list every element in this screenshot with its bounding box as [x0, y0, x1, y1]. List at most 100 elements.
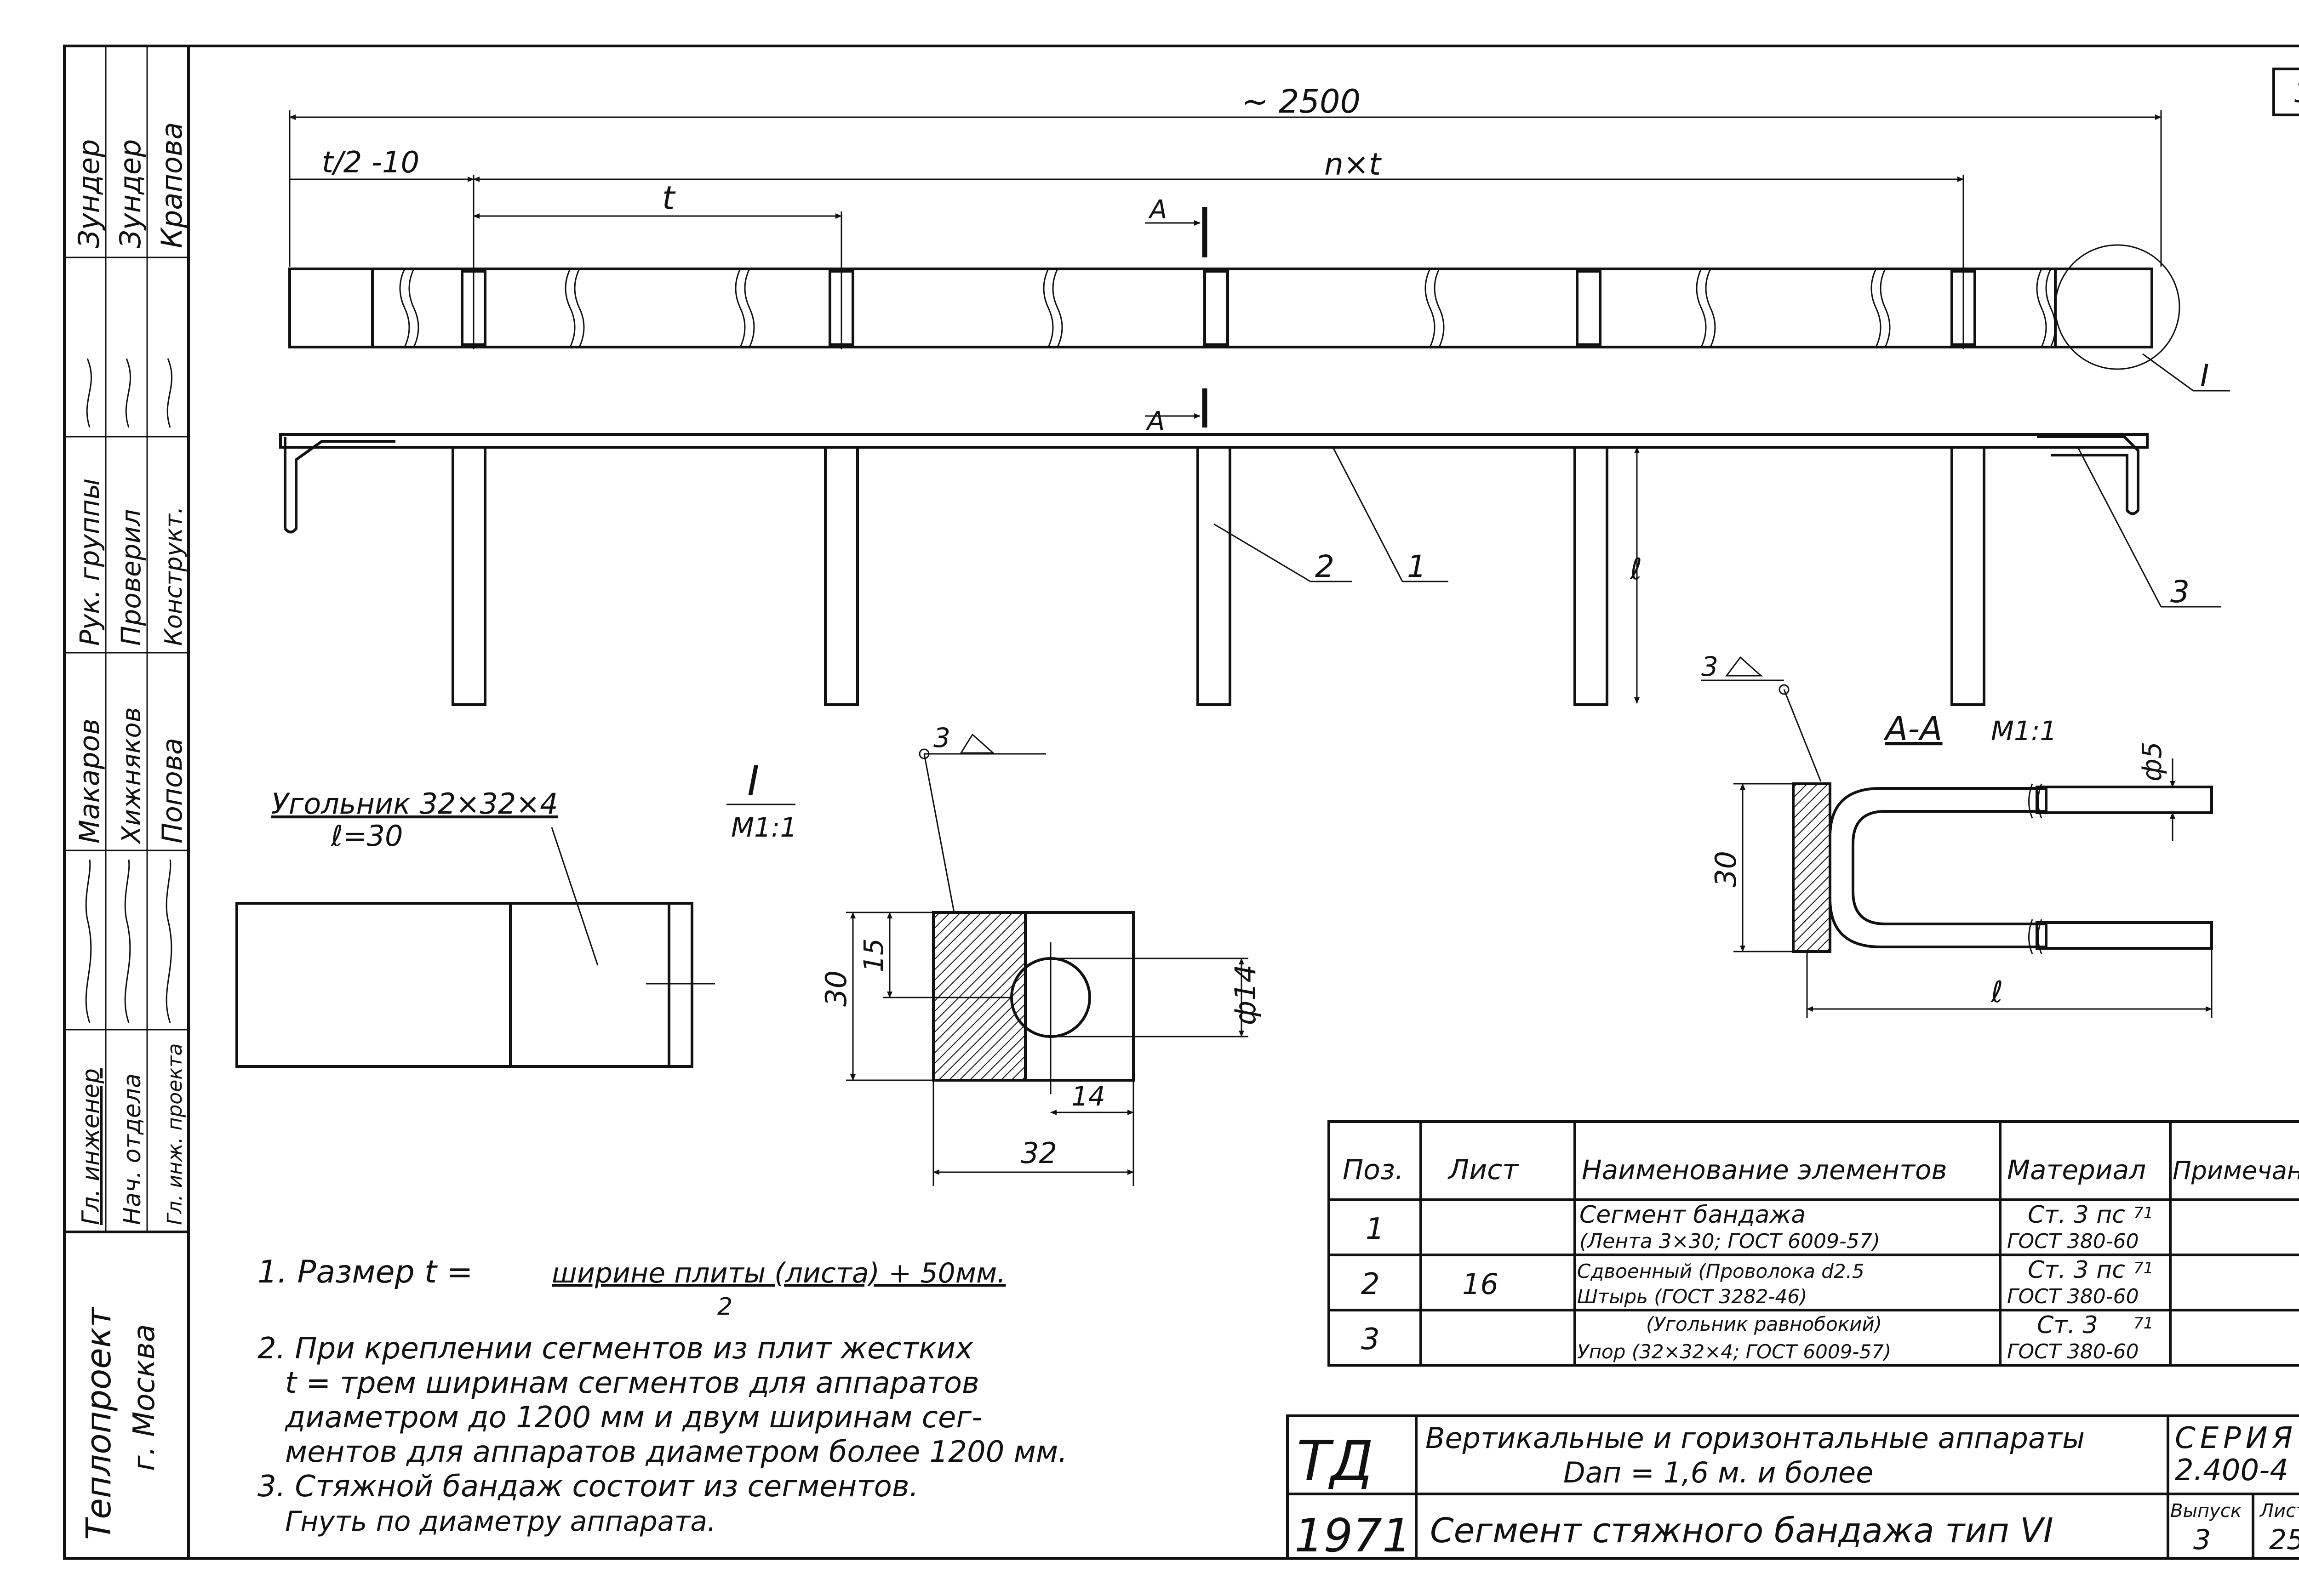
title-code: ТД: [1297, 1430, 1373, 1493]
angle-view: Угольник 32×32×4 ℓ=30: [235, 787, 715, 1068]
spec-header-name: Наименование элементов: [1582, 1154, 1947, 1186]
spec-row-3-mat-1: Ст. 3: [2037, 1311, 2098, 1339]
section-AA-title: А-А: [1883, 709, 1943, 748]
title-line-1: Вертикальные и горизонтальные аппараты: [1425, 1421, 2085, 1455]
angle-outline: [235, 902, 693, 1068]
band-side: [279, 433, 2149, 449]
detail-I-hole-center: 14: [1071, 1081, 1105, 1112]
issue-number: 3: [2193, 1524, 2211, 1556]
plan-view: ~ 2500 t/2 -10 n×t t: [288, 83, 2230, 393]
note-1-prefix: 1. Размер t =: [257, 1254, 473, 1290]
sheet-value: 25: [2269, 1524, 2299, 1556]
detail-I-weld-label: 3: [933, 722, 950, 753]
side-stamp: Зундер Зундер Крапова Рук. группы Провер…: [64, 46, 189, 1540]
stamp-group-role-2: Проверил: [115, 509, 147, 646]
title-block: ТД 1971 Вертикальные и горизонтальные ап…: [1286, 1414, 2299, 1562]
detail-I-width: 32: [1021, 1136, 1057, 1170]
spec-row-1-mat-sup: 71: [2133, 1204, 2153, 1222]
spec-header-note: Примечание: [2173, 1156, 2299, 1185]
note-1-fraction-top: ширине плиты (листа) + 50мм.: [552, 1257, 1006, 1289]
organization-city: г. Москва: [127, 1324, 161, 1471]
detail-I-scale: М1:1: [731, 812, 797, 843]
detail-I-weld-section: [932, 911, 1027, 1082]
spec-table: Поз. Лист Наименование элементов Материа…: [1327, 1120, 2299, 1367]
section-mark-top: А: [1148, 195, 1167, 225]
spec-row-1-name-1: Сегмент бандажа: [1579, 1201, 1806, 1229]
section-AA-height: 30: [1709, 851, 1743, 887]
stamp-name-4: Макаров: [74, 718, 106, 844]
pins-side: [452, 446, 1985, 706]
left-stop-side: [284, 437, 395, 534]
spec-row-2-name-1: Сдвоенный (Проволока d2.5: [1577, 1260, 1864, 1282]
section-AA-weld-label: 3: [1701, 651, 1718, 682]
spec-row-2-mat-2: ГОСТ 380-60: [2007, 1285, 2139, 1308]
pin-pairs: [461, 270, 1976, 346]
spec-header-material: Материал: [2007, 1154, 2146, 1186]
note-2-line-1: 2. При креплении сегментов из плит жестк…: [257, 1332, 973, 1366]
note-3-line-1: 3. Стяжной бандаж состоит из сегментов.: [257, 1470, 919, 1504]
spec-row-2-sheet: 16: [1462, 1267, 1498, 1301]
section-AA-length: ℓ: [1990, 975, 2003, 1009]
section-AA-rod-dia: ф5: [2136, 742, 2167, 782]
angle-title: Угольник 32×32×4: [271, 787, 558, 821]
spec-header-sheet: Лист: [1447, 1154, 1519, 1186]
stamp-name-5: Хижняков: [117, 707, 147, 845]
detail-I-height: 30: [819, 970, 853, 1007]
stamp-group-role-3: Конструкт.: [160, 506, 188, 646]
stamp-role-3: Гл. инж. проекта: [163, 1043, 187, 1225]
pitch-total-label: n×t: [1324, 147, 1382, 182]
right-stop-side: [2037, 435, 2139, 515]
note-3-line-2: Гнуть по диаметру аппарата.: [285, 1505, 716, 1538]
spec-row-1-name-2: (Лента 3×30; ГОСТ 6009-57): [1579, 1230, 1880, 1253]
series-label: СЕРИЯ: [2175, 1421, 2297, 1455]
pos-label-2: 2: [1315, 549, 1334, 584]
spec-row-2-name-2: Штырь (ГОСТ 3282-46): [1577, 1285, 1807, 1308]
section-AA: 3 А-А М1:1 30 ф5 ℓ: [1701, 651, 2213, 1018]
stamp-name-1: Зундер: [72, 139, 106, 248]
spec-row-1-mat-1: Ст. 3 пс: [2028, 1201, 2125, 1229]
drawing-name: Сегмент стяжного бандажа тип VI: [1430, 1511, 2053, 1550]
spec-row-3-mat-2: ГОСТ 380-60: [2007, 1340, 2139, 1363]
detail-I: I М1:1 3 30 15 ф14 14 32: [726, 722, 1262, 1186]
stamp-role-1: Гл. инженер: [77, 1068, 105, 1225]
side-view: А ℓ 2 1 3: [279, 388, 2221, 706]
stamp-name-2: Зундер: [114, 139, 147, 248]
signature-scribbles-2: [85, 859, 172, 1023]
angle-length: ℓ=30: [331, 819, 403, 853]
spec-row-1-pos: 1: [1366, 1212, 1384, 1246]
pos-label-3: 3: [2170, 574, 2190, 610]
end-offset-label: t/2 -10: [322, 146, 419, 180]
title-line-2: Dап = 1,6 м. и более: [1563, 1456, 1873, 1489]
note-1-fraction-bottom: 2: [717, 1293, 732, 1321]
stamp-name-3: Крапова: [155, 122, 189, 248]
note-2-line-4: ментов для аппаратов диаметром более 120…: [285, 1435, 1068, 1469]
spec-row-3-pos: 3: [1361, 1322, 1380, 1357]
spec-row-3-name-1: (Угольник равнобокий): [1646, 1313, 1882, 1335]
end-stop-plan: [2054, 268, 2153, 348]
note-2-line-2: t = трем ширинам сегментов для аппаратов: [285, 1366, 979, 1400]
pos-label-1: 1: [1407, 549, 1426, 584]
spec-header-pos: Поз.: [1343, 1154, 1404, 1186]
stamp-role-2: Нач. отдела: [119, 1073, 146, 1225]
organization-name: Теплопроект: [79, 1306, 119, 1540]
title-year: 1971: [1294, 1509, 1412, 1562]
pin-length-label: ℓ: [1630, 553, 1642, 587]
spec-row-3-mat-sup: 71: [2133, 1314, 2153, 1333]
detail-I-hole-offset: 15: [858, 938, 889, 972]
overall-length-label: ~ 2500: [1241, 83, 1361, 120]
sheet-number-box: [2272, 68, 2299, 116]
notes: 1. Размер t = ширине плиты (листа) + 50м…: [257, 1254, 1068, 1538]
detail-I-title: I: [747, 757, 760, 805]
section-AA-rod-bottom: [2036, 921, 2213, 950]
detail-I-plate: [932, 911, 1135, 1082]
series-number: 2.400-4: [2175, 1454, 2288, 1488]
spec-row-1-mat-2: ГОСТ 380-60: [2007, 1230, 2139, 1253]
signature-scribbles: [86, 358, 172, 428]
note-2-line-3: диаметром до 1200 мм и двум ширинам сег-: [285, 1401, 982, 1435]
section-mark-bottom: А: [1146, 406, 1165, 436]
section-AA-rod-top: [2036, 786, 2213, 814]
section-AA-scale: М1:1: [1991, 715, 2057, 747]
sheet-frame: 36: [63, 45, 2299, 1560]
